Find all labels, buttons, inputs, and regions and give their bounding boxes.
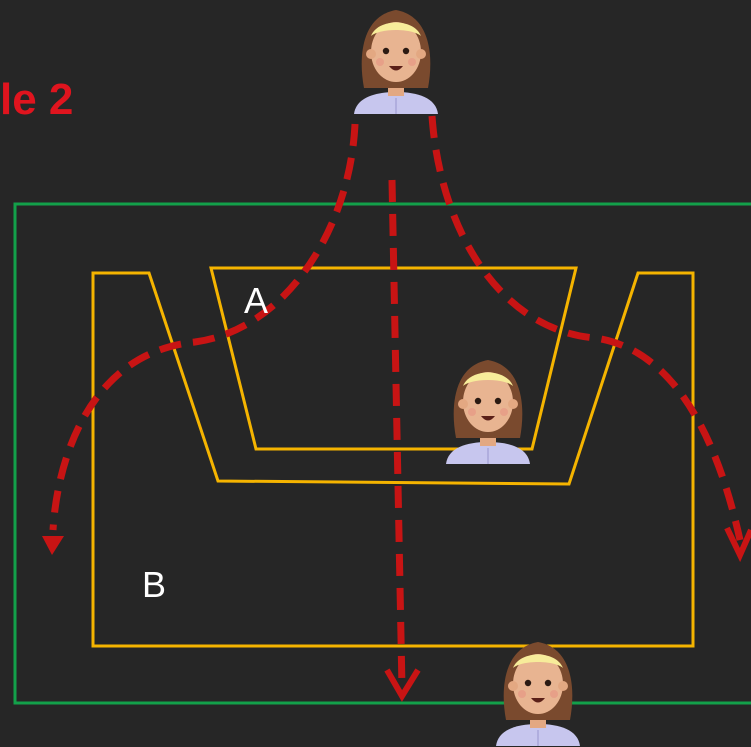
arrowhead-left	[42, 536, 64, 555]
person-icon	[353, 9, 439, 115]
arrowhead-right	[724, 526, 751, 563]
path-center	[388, 179, 406, 689]
outer-boundary	[13, 202, 751, 705]
region-a-label: A	[244, 280, 269, 321]
page-title: le 2	[0, 75, 74, 124]
person-icon	[445, 359, 531, 465]
person-icon	[495, 641, 581, 747]
region-a-outline	[209, 266, 578, 451]
path-left	[49, 123, 359, 531]
region-b-outline	[91, 271, 695, 648]
arrowhead-center	[384, 668, 421, 702]
region-b-label: B	[142, 564, 167, 605]
